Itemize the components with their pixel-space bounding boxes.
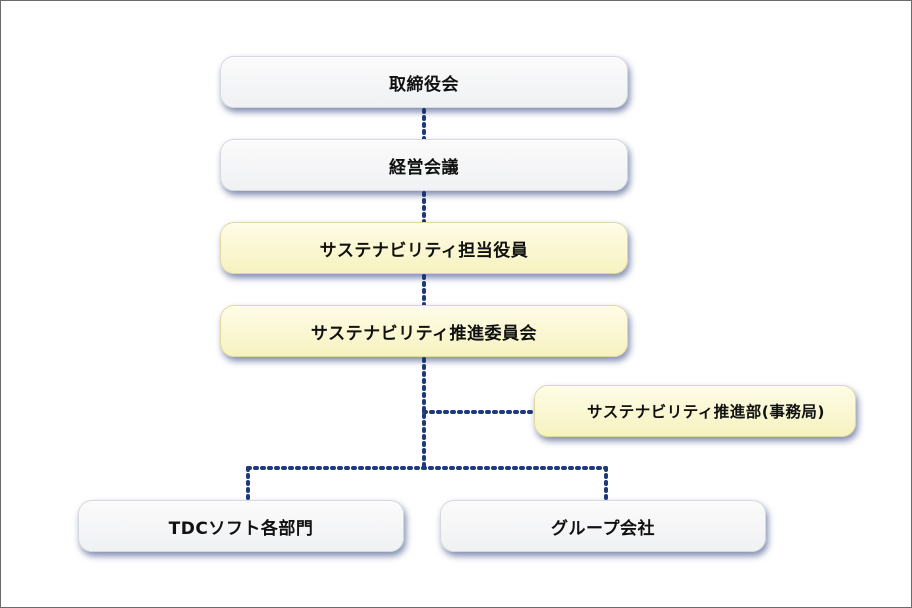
- sustainability-committee-box: サステナビリティ推進委員会: [220, 305, 628, 357]
- sustainability-office-label: サステナビリティ推進部(事務局): [587, 403, 825, 421]
- sustainability-committee-label: サステナビリティ推進委員会: [310, 323, 538, 344]
- board-of-directors-box: 取締役会: [220, 56, 628, 108]
- sustainability-office-box: サステナビリティ推進部(事務局): [534, 385, 856, 437]
- tdc-departments-box: TDCソフト各部門: [78, 500, 404, 552]
- board-of-directors-label: 取締役会: [389, 74, 459, 95]
- management-meeting-label: 経営会議: [389, 157, 459, 178]
- management-meeting-box: 経営会議: [220, 139, 628, 191]
- group-companies-box: グループ会社: [440, 500, 766, 552]
- sustainability-officer-box: サステナビリティ担当役員: [220, 222, 628, 274]
- sustainability-officer-label: サステナビリティ担当役員: [319, 240, 529, 261]
- group-companies-label: グループ会社: [551, 518, 655, 539]
- tdc-departments-label: TDCソフト各部門: [168, 518, 314, 539]
